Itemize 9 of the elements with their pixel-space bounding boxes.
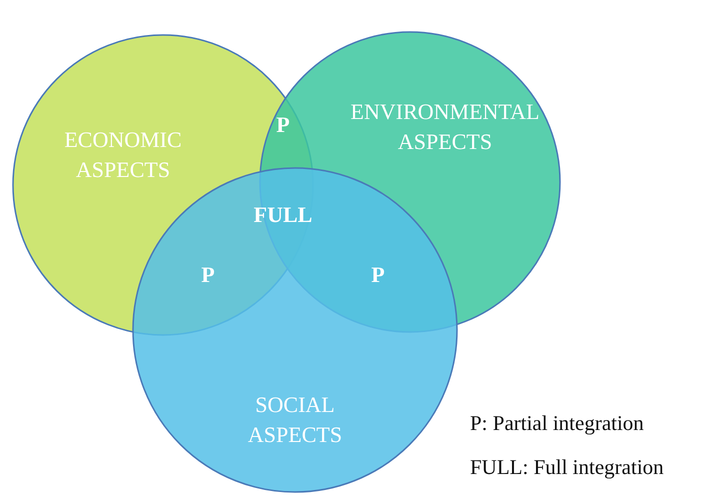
overlap-label: FULL bbox=[254, 202, 312, 228]
overlap-label: P bbox=[201, 262, 215, 288]
overlap-label: P bbox=[276, 112, 290, 138]
key-note: P: Partial integration bbox=[470, 411, 644, 436]
circle-label: ECONOMIC ASPECTS bbox=[63, 126, 183, 184]
circle-label: SOCIAL ASPECTS bbox=[246, 391, 344, 449]
overlap-label: P bbox=[371, 262, 385, 288]
key-note: FULL: Full integration bbox=[470, 455, 664, 480]
circle-label: ENVIRONMENTAL ASPECTS bbox=[350, 98, 540, 156]
